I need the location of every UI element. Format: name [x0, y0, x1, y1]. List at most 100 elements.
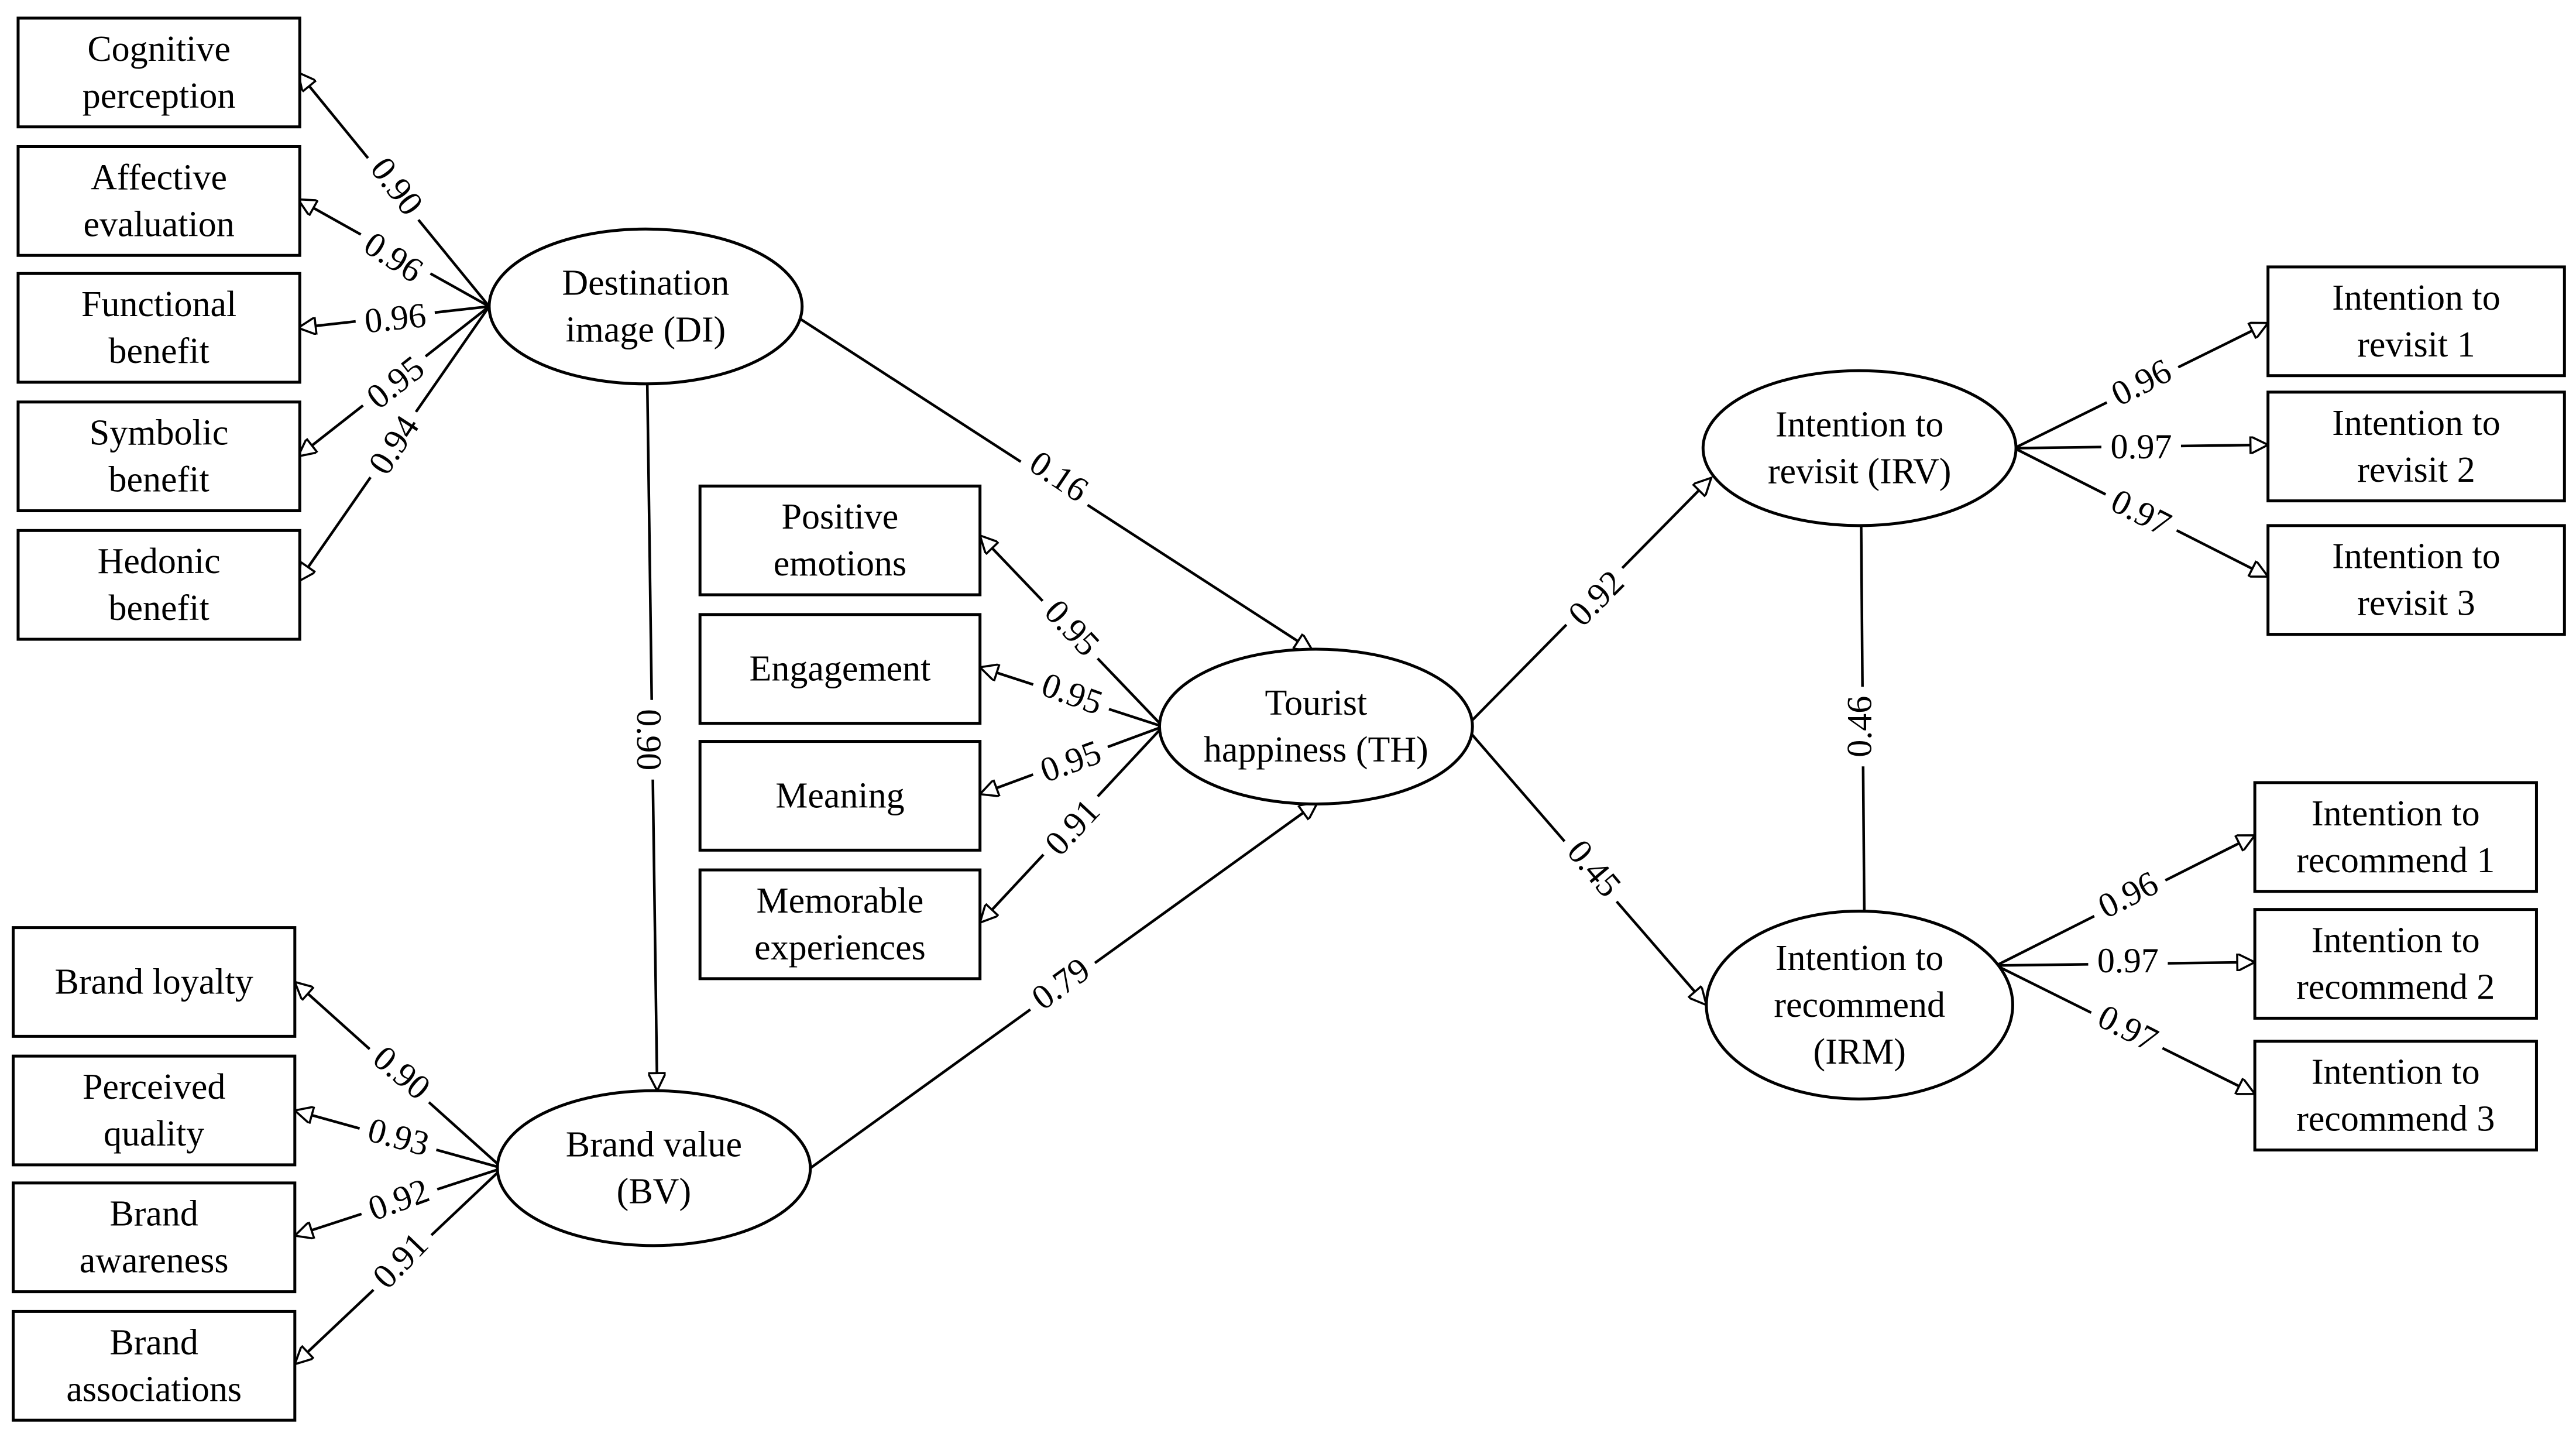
loading-coef-irm-3-bg	[2086, 996, 2171, 1060]
indicator-di-4-box	[16, 400, 301, 513]
path-coef-irv-to-irm: 0.46	[1840, 696, 1879, 757]
indicator-th-4-label-line-1: Memorable	[757, 881, 924, 921]
indicator-irv-3-label-line-2: revisit 3	[2357, 584, 2475, 623]
loading-coef-bv-3-group: 0.92	[355, 1171, 441, 1228]
indicator-bv-4-box	[12, 1309, 297, 1422]
indicator-bv-4-label-line-1: Brand	[109, 1322, 198, 1362]
latent-irv-label-line-2: revisit (IRV)	[1768, 452, 1952, 492]
indicator-th-1-box	[698, 484, 982, 596]
indicator-irv-2-box	[2266, 390, 2566, 503]
indicator-irm-3-label-line-2: recommend 3	[2296, 1099, 2495, 1139]
loading-coef-bv-2-bg	[356, 1111, 441, 1161]
indicator-irv-2-label-line-2: revisit 2	[2357, 450, 2475, 490]
latent-irv-label-line-1: Intention to	[1775, 405, 1944, 445]
indicator-th-1-label-line-2: emotions	[774, 544, 906, 584]
loading-coef-irv-2-bg	[2101, 430, 2181, 461]
loading-coef-di-3-group: 0.96	[354, 296, 437, 341]
loading-coef-bv-3: 0.92	[363, 1171, 434, 1228]
loading-coef-di-1-bg	[361, 145, 434, 227]
loading-coef-di-1-group: 0.90	[361, 145, 434, 227]
latent-di-ellipse	[487, 227, 804, 386]
loading-coef-th-3-bg	[1028, 732, 1113, 789]
indicator-di-4-label-line-1: Symbolic	[90, 413, 229, 453]
indicator-di-3-box	[16, 272, 301, 384]
path-coef-di-to-th-bg	[1018, 441, 1101, 511]
loading-coef-th-4-group: 0.91	[1033, 787, 1110, 866]
indicator-th-3-label-line-1: Meaning	[775, 776, 904, 815]
indicator-bv-3-box	[12, 1181, 297, 1294]
path-coef-th-to-irv-group: 0.92	[1557, 558, 1635, 637]
loading-coef-irm-2: 0.97	[2097, 941, 2159, 980]
loading-coef-di-2-group: 0.96	[352, 222, 436, 292]
indicator-bv-1-box	[12, 926, 297, 1038]
indicator-irm-2-label-line-1: Intention to	[2311, 921, 2480, 961]
loading-coef-irv-2: 0.97	[2110, 427, 2172, 466]
indicator-di-3-label-line-2: benefit	[109, 331, 209, 371]
indicator-th-2-box	[698, 613, 982, 725]
loading-coef-irv-3-bg	[2099, 480, 2184, 544]
indicator-th-3-box	[698, 740, 982, 852]
indicator-bv-2-box	[12, 1054, 297, 1167]
indicator-di-1-box	[16, 16, 301, 129]
indicator-irv-1-label-line-2: revisit 1	[2357, 325, 2475, 365]
loading-coef-th-4-bg	[1033, 787, 1110, 866]
loading-coef-bv-2: 0.93	[364, 1110, 434, 1164]
latent-bv-ellipse	[496, 1089, 812, 1247]
latent-irm-label-line-3: (IRM)	[1813, 1032, 1905, 1072]
indicator-irm-2-label-line-2: recommend 2	[2296, 968, 2495, 1007]
indicator-di-1-label-line-1: Cognitive	[87, 29, 231, 69]
loading-coef-th-2-group: 0.95	[1029, 665, 1115, 722]
indicator-bv-1-label-line-1: Brand loyalty	[55, 962, 253, 1002]
loading-coef-th-1-bg	[1034, 588, 1111, 667]
indicator-irm-3-label-line-1: Intention to	[2311, 1053, 2480, 1092]
indicator-irv-3-label-line-1: Intention to	[2332, 537, 2501, 577]
latent-di-label-line-2: image (DI)	[565, 310, 726, 350]
latent-irm-ellipse	[1705, 909, 2014, 1101]
latent-th-label-line-1: Tourist	[1265, 683, 1367, 723]
loading-coef-di-2-bg	[352, 222, 436, 292]
loading-coef-bv-4-bg	[361, 1221, 439, 1300]
latent-irm-label-line-1: Intention to	[1775, 938, 1944, 978]
indicator-th-4-label-line-2: experiences	[754, 928, 926, 968]
indicator-bv-4-label-line-2: associations	[66, 1369, 242, 1409]
indicator-di-2-label-line-2: evaluation	[83, 204, 234, 244]
path-coef-bv-to-th-bg	[1019, 947, 1102, 1019]
indicator-di-1-label-line-2: perception	[83, 76, 236, 116]
loading-coef-irv-3-group: 0.97	[2099, 480, 2184, 544]
latent-irv-ellipse	[1701, 369, 2018, 527]
loading-coef-irv-1-group: 0.96	[2098, 350, 2183, 414]
path-coef-irv-to-irm-group: 0.46	[1840, 687, 1879, 767]
indicator-irm-1-box	[2253, 781, 2538, 893]
indicator-di-5-label-line-1: Hedonic	[98, 541, 221, 581]
loading-coef-di-5-group: 0.94	[359, 403, 428, 486]
loading-coef-th-2: 0.95	[1037, 665, 1108, 722]
indicator-di-3-label-line-1: Functional	[81, 284, 236, 324]
loading-coef-bv-1-bg	[362, 1034, 443, 1110]
indicator-irv-3-box	[2266, 524, 2566, 636]
indicator-bv-3-label-line-1: Brand	[109, 1194, 198, 1234]
indicator-irv-2-label-line-1: Intention to	[2332, 403, 2501, 443]
loading-coef-bv-3-bg	[355, 1171, 441, 1227]
loading-coef-bv-2-group: 0.93	[356, 1110, 441, 1164]
loading-coef-th-2-bg	[1029, 665, 1115, 721]
latent-th-ellipse	[1158, 647, 1474, 806]
loading-coef-th-3-group: 0.95	[1028, 732, 1113, 790]
indicator-th-2-label-line-1: Engagement	[749, 649, 930, 689]
loading-coef-irv-1-bg	[2098, 350, 2183, 414]
loading-coef-irm-3-group: 0.97	[2086, 996, 2171, 1060]
latent-th-label-line-2: happiness (TH)	[1204, 730, 1428, 770]
path-coef-di-to-bv: 0.90	[630, 709, 668, 770]
loading-coef-di-3: 0.96	[363, 296, 428, 341]
loading-coef-th-1-group: 0.95	[1034, 588, 1111, 667]
indicator-di-5-label-line-2: benefit	[109, 588, 209, 628]
loading-coef-bv-1-group: 0.90	[362, 1034, 443, 1110]
indicator-irm-3-box	[2253, 1040, 2538, 1152]
indicator-bv-2-label-line-1: Perceived	[83, 1067, 225, 1107]
path-coef-di-to-bv-group: 0.90	[630, 700, 668, 780]
loading-coef-di-4-bg	[354, 345, 436, 419]
latent-bv-label-line-2: (BV)	[617, 1172, 691, 1212]
loading-coef-irm-2-bg	[2088, 944, 2168, 975]
latent-irm-label-line-2: recommend	[1774, 985, 1945, 1025]
